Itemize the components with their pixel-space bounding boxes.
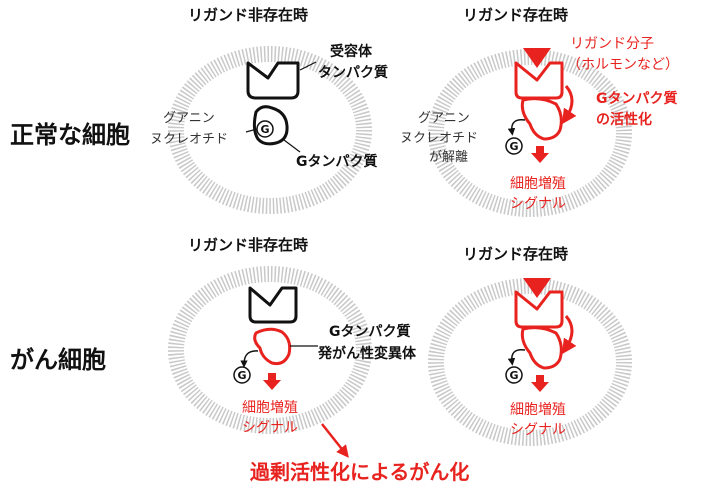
row-label-cancer: がん細胞 (10, 346, 106, 374)
cancer-arrow (321, 423, 349, 458)
release-arrow-br (507, 349, 526, 366)
signal-arrow-bl (263, 373, 281, 390)
gdp-label-tl-1: グアニン (163, 111, 215, 126)
activation-arrow-br (561, 315, 577, 355)
gdp-label-tr-3: が解離 (429, 150, 468, 165)
signal-label-bl-1: 細胞増殖 (242, 399, 298, 416)
gdp-symbol-br: G (509, 369, 518, 382)
release-arrow-bl (240, 350, 259, 368)
mutant-label-bl-2: 発がん性変異体 (317, 345, 417, 362)
receptor-pointer-tl (299, 61, 317, 71)
gdp-label-tr-2: ヌクレオチド (400, 131, 478, 146)
mutant-label-bl-1: Gタンパク質 (329, 323, 411, 340)
cell-membrane-bl (168, 266, 372, 434)
signal-arrow-tr (531, 146, 549, 163)
signal-arrow-br (531, 375, 549, 392)
ligand-icon-br (523, 278, 551, 298)
gdp-icon-tr (505, 137, 523, 155)
g-pointer-tl (283, 139, 301, 153)
cell-membrane-br (428, 278, 632, 446)
ligand-label-tr-2: （ホルモンなど） (567, 57, 679, 73)
g-protein-icon-bl (253, 327, 292, 366)
heading-tr: リガンド存在時 (463, 6, 568, 24)
activation-arrow-tr (561, 85, 577, 125)
heading-br: リガンド存在時 (463, 245, 568, 263)
g-protein-icon-br (520, 326, 563, 370)
cell-membrane-tr (428, 49, 632, 217)
receptor-icon-tl (246, 61, 300, 100)
g-label-tl: Gタンパク質 (296, 153, 378, 170)
signal-label-br-1: 細胞増殖 (510, 401, 566, 418)
signal-label-bl-2: シグナル (242, 420, 298, 436)
row-label-normal: 正常な細胞 (10, 121, 130, 149)
gdp-label-tl-2: ヌクレオチド (150, 132, 228, 147)
gdp-icon-bl (233, 366, 251, 384)
signal-label-tr-2: シグナル (510, 196, 566, 212)
ligand-icon-tr (523, 48, 551, 68)
release-arrow-tr (507, 119, 526, 136)
conclusion-label: 過剰活性化によるがん化 (250, 460, 469, 484)
cell-membrane-tl (168, 46, 372, 214)
ligand-label-tr-1: リガンド分子 (570, 36, 654, 52)
gdp-pointer-tl (245, 128, 258, 133)
g-protein-icon-tr (520, 97, 563, 141)
gdp-label-tr-1: グアニン (418, 111, 470, 126)
gdp-symbol-tr: G (509, 140, 518, 153)
gdp-symbol-tl: G (260, 123, 269, 136)
receptor-label-tl-1: 受容体 (330, 43, 373, 60)
activation-label-tr-2: の活性化 (596, 111, 652, 128)
receptor-icon-bl (248, 286, 298, 324)
gdp-icon-br (505, 366, 523, 384)
signal-label-br-2: シグナル (510, 422, 566, 438)
gdp-symbol-bl: G (237, 369, 246, 382)
receptor-icon-tr (514, 61, 564, 100)
activation-label-tr-1: Gタンパク質 (596, 90, 678, 107)
signal-label-tr-1: 細胞増殖 (510, 175, 566, 192)
heading-tl: リガンド非存在時 (188, 6, 308, 24)
heading-bl: リガンド非存在時 (188, 236, 308, 254)
receptor-icon-br (514, 290, 564, 329)
receptor-label-tl-2: タンパク質 (318, 64, 388, 81)
